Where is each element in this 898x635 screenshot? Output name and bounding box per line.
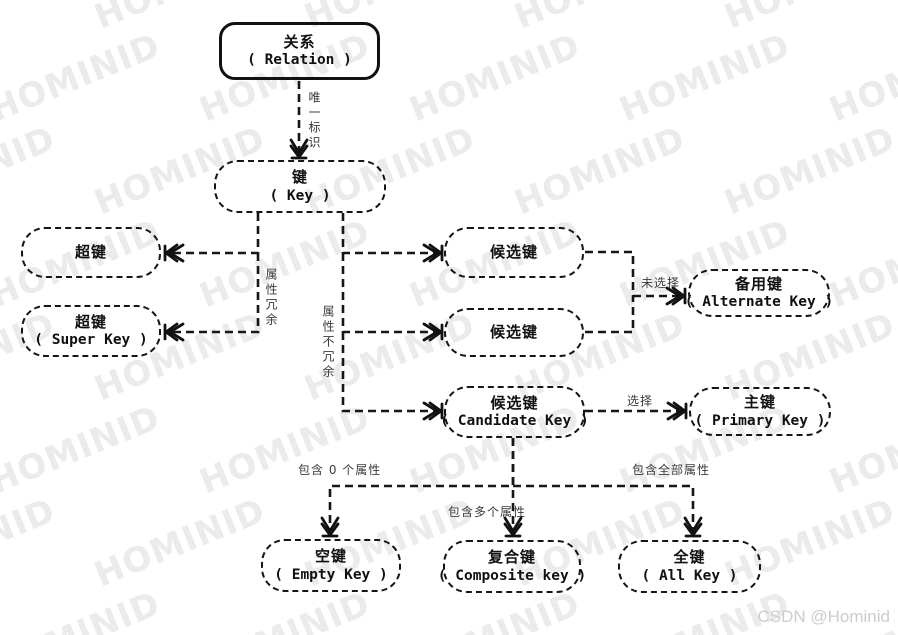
node-title: 全键 xyxy=(673,548,706,567)
edge-label-relation-to-key: 唯一标识 xyxy=(307,91,321,151)
node-title: 关系 xyxy=(283,32,316,51)
node-candidate-key-1: 候选键 xyxy=(444,227,584,278)
node-candidate-key-2: 候选键 xyxy=(444,308,584,357)
edge-label-candidate-3-to-primary: 选择 xyxy=(627,394,654,408)
arrowhead-candidate-3-to-empty xyxy=(320,516,340,538)
edge-key-to-candidate-3 xyxy=(341,332,440,413)
arrowhead-key-to-super-2 xyxy=(163,322,185,342)
node-subtitle: ( Alternate Key ) xyxy=(684,294,834,311)
node-title: 备用键 xyxy=(734,274,783,293)
arrowhead-candidate-3-to-composite xyxy=(503,516,523,538)
arrowhead-key-to-candidate-2 xyxy=(422,322,444,342)
arrowhead-key-to-super-1 xyxy=(163,243,185,263)
arrowhead-key-to-candidate-3 xyxy=(422,401,444,421)
edge-label-key-to-candidate-2: 属性不冗余 xyxy=(321,305,335,380)
node-key: 键( Key ) xyxy=(214,160,386,213)
node-title: 复合键 xyxy=(487,548,536,567)
edge-label-candidate-3-to-all: 包含全部属性 xyxy=(632,463,711,477)
edge-label-candidate-3-to-composite: 包含多个属性 xyxy=(448,505,527,519)
node-title: 候选键 xyxy=(490,393,539,412)
arrowhead-candidate-3-to-all xyxy=(683,516,703,538)
edge-label-candidate-3-to-empty: 包含 0 个属性 xyxy=(298,463,382,477)
node-title: 候选键 xyxy=(489,323,538,342)
node-primary-key: 主键( Primary Key ) xyxy=(689,387,831,436)
node-title: 键 xyxy=(291,168,308,187)
node-super-key-2: 超键( Super Key ) xyxy=(21,305,161,357)
node-title: 空键 xyxy=(314,547,347,566)
node-composite-key: 复合键( Composite key ) xyxy=(438,540,586,593)
node-subtitle: ( Super Key ) xyxy=(34,332,148,349)
edge-key-to-super-2 xyxy=(167,253,260,334)
node-subtitle: ( All Key ) xyxy=(641,567,738,584)
edge-candidate-1-to-junction xyxy=(585,250,635,296)
edge-candidate-2-to-junction xyxy=(585,296,635,334)
node-alternate-key: 备用键( Alternate Key ) xyxy=(684,269,834,317)
edge-label-key-to-super-1: 属性冗余 xyxy=(264,268,278,328)
node-subtitle: ( Key ) xyxy=(269,187,331,204)
node-subtitle: ( Relation ) xyxy=(247,52,352,69)
node-subtitle: ( Candidate Key ) xyxy=(440,413,589,430)
node-title: 候选键 xyxy=(489,243,538,262)
node-relation: 关系( Relation ) xyxy=(219,22,380,80)
edge-label-junction-to-alternate: 未选择 xyxy=(641,276,681,290)
arrowhead-candidate-3-to-primary xyxy=(666,401,688,421)
node-all-key: 全键( All Key ) xyxy=(618,540,761,593)
node-empty-key: 空键( Empty Key ) xyxy=(261,539,401,592)
node-subtitle: ( Empty Key ) xyxy=(274,566,388,583)
csdn-credit: CSDN @Hominid xyxy=(757,607,890,626)
node-subtitle: ( Composite key ) xyxy=(437,567,587,584)
edge-candidate-3-to-all xyxy=(513,484,695,534)
arrowhead-junction-to-alternate xyxy=(665,286,687,306)
edge-candidate-3-to-empty xyxy=(328,438,515,534)
node-candidate-key-3: 候选键( Candidate Key ) xyxy=(440,386,589,438)
arrowhead-relation-to-key xyxy=(289,138,309,160)
node-subtitle: ( Primary Key ) xyxy=(694,412,826,429)
arrowhead-key-to-candidate-1 xyxy=(422,243,444,263)
node-title: 超键 xyxy=(74,243,107,262)
node-title: 超键 xyxy=(74,312,107,331)
node-super-key-1: 超键 xyxy=(21,227,161,278)
node-title: 主键 xyxy=(743,393,776,412)
